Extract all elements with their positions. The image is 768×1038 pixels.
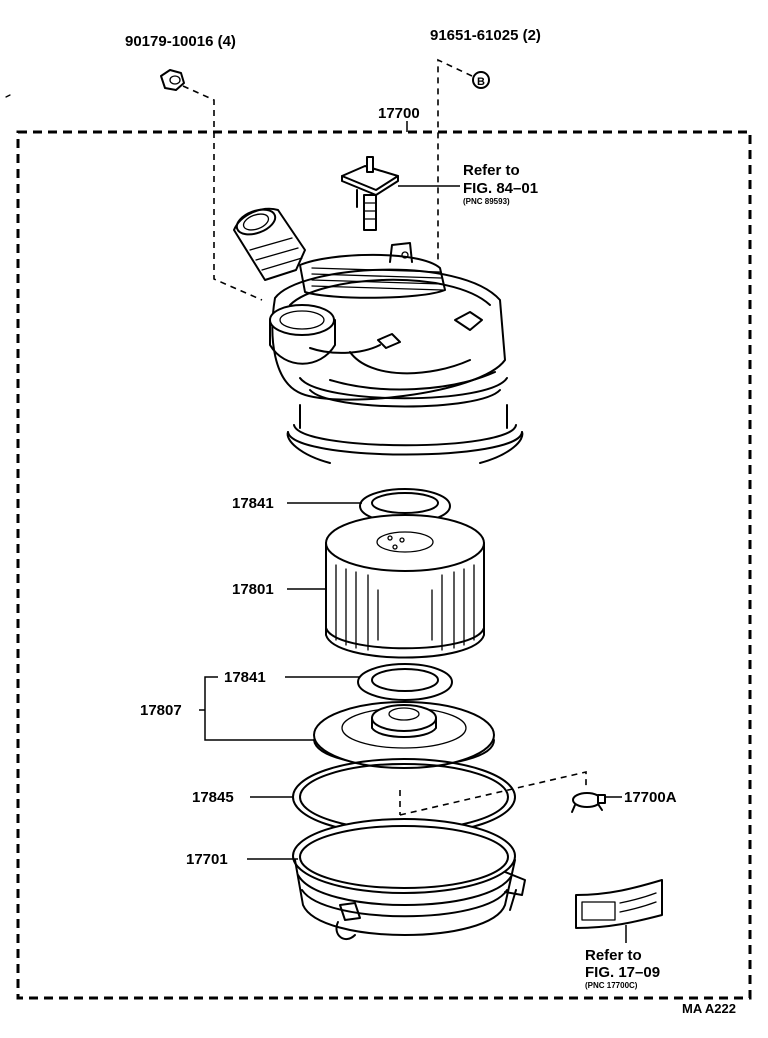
part-label-valve: 17700A bbox=[624, 789, 677, 806]
bolt-top-left-icon bbox=[160, 69, 185, 91]
part-label-gasket-lower: 17841 bbox=[224, 669, 266, 686]
part-label-bolt-top-right: 91651-61025 (2) bbox=[430, 27, 541, 44]
part-label-gasket-upper: 17841 bbox=[232, 495, 274, 512]
circle-b-icon: B bbox=[472, 71, 490, 89]
filter-element-icon bbox=[325, 514, 485, 659]
part-label-cap-sub-assy: 17807 bbox=[140, 702, 182, 719]
bolt-top-left-leader bbox=[182, 85, 263, 301]
label-plate-icon bbox=[575, 879, 663, 929]
cap-sub-assy-icon bbox=[313, 701, 495, 769]
part-label-assembly: 17700 bbox=[378, 105, 420, 122]
cap-sub-assy-bracket bbox=[199, 676, 314, 741]
valve-icon bbox=[571, 792, 606, 813]
gasket-lower-icon bbox=[357, 663, 453, 701]
refer-bottom-line3: (PNC 17700C) bbox=[585, 981, 638, 990]
refer-top-line2: FIG. 84–01 bbox=[463, 180, 538, 197]
circle-b-label: B bbox=[477, 76, 485, 88]
air-cleaner-upper-housing bbox=[233, 207, 524, 464]
diagram-code: MA A222 bbox=[682, 1001, 736, 1016]
refer-top-line3: (PNC 89593) bbox=[463, 197, 510, 206]
assembly-frame bbox=[16, 130, 752, 1000]
refer-top-line1: Refer to bbox=[463, 162, 520, 179]
refer-bottom-line1: Refer to bbox=[585, 947, 642, 964]
refer-bottom-line2: FIG. 17–09 bbox=[585, 964, 660, 981]
bolt-top-right-leader bbox=[437, 58, 473, 262]
lower-case-icon bbox=[292, 818, 526, 941]
part-label-seal-ring: 17845 bbox=[192, 789, 234, 806]
edge-mark bbox=[5, 94, 11, 98]
sensor-icon bbox=[341, 156, 399, 231]
valve-dash bbox=[399, 770, 587, 816]
part-label-filter-element: 17801 bbox=[232, 581, 274, 598]
part-label-bolt-top-left: 90179-10016 (4) bbox=[125, 33, 236, 50]
part-label-lower-case: 17701 bbox=[186, 851, 228, 868]
